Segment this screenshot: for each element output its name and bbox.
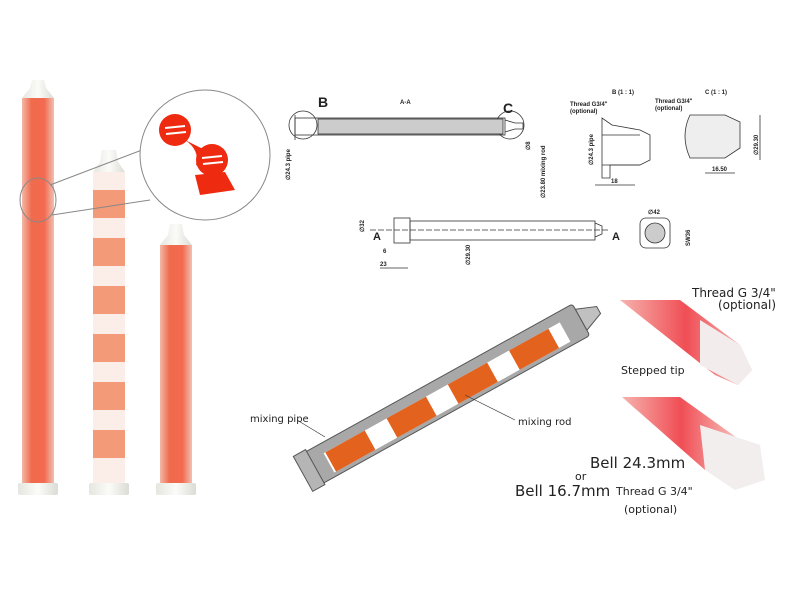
thread-c: Thread G3/4"	[655, 99, 693, 105]
section-title: A-A	[400, 100, 411, 106]
side-dim-32: ∅32	[359, 219, 366, 232]
side-dim-diameter: ∅29.30	[465, 244, 472, 265]
bell-24-label: Bell 24.3mm	[590, 454, 685, 472]
or-label: or	[575, 470, 587, 483]
label-b: B	[318, 94, 328, 110]
bell-tip-photo	[622, 397, 765, 490]
end-dim-sw36: SW36	[686, 229, 692, 246]
mixer-tube-long	[18, 80, 58, 495]
detail-b-pipe-dim: ∅24.3 pipe	[588, 133, 595, 165]
dim-rod: ∅23.80 mixing rod	[540, 145, 547, 198]
stepped-tip-label: Stepped tip	[621, 364, 685, 377]
section-a-a-drawing	[288, 110, 525, 140]
thread-b-optional: (optional)	[570, 109, 597, 115]
detail-b-length: 18	[611, 179, 618, 185]
side-dim-23: 23	[380, 262, 387, 268]
detail-b-drawing	[595, 117, 651, 186]
mixer-tube-medium	[89, 150, 129, 495]
dim-pipe: ∅24.3 pipe	[285, 148, 292, 180]
detail-c-length: 16.50	[712, 167, 728, 173]
section-mark-left: A	[373, 231, 381, 243]
detail-c-diameter: ∅29.30	[753, 134, 760, 155]
mixer-tube-short	[156, 224, 196, 495]
section-mark-right: A	[612, 231, 620, 243]
mixing-element-icon	[159, 114, 235, 195]
thread-c-optional: (optional)	[655, 106, 682, 112]
end-dim-42: ∅42	[648, 209, 661, 216]
cutaway-mixer-illustration	[292, 304, 602, 493]
thread-top-optional: (optional)	[718, 298, 776, 312]
thread-bottom-optional: (optional)	[624, 503, 677, 516]
end-view-drawing	[639, 217, 671, 249]
bell-16-label: Bell 16.7mm	[515, 482, 610, 500]
thread-top-label: Thread G 3/4"	[691, 286, 776, 300]
thread-bottom-label: Thread G 3/4"	[615, 485, 693, 498]
magnifier-callout	[19, 89, 271, 223]
dim-tip: ∅8	[525, 141, 532, 150]
mixing-pipe-label: mixing pipe	[250, 414, 309, 425]
side-dim-6: 6	[383, 249, 387, 255]
thread-b: Thread G3/4"	[570, 102, 608, 108]
stepped-tip-photo	[620, 300, 752, 385]
side-view-drawing	[370, 217, 610, 269]
detail-b-title: B (1 : 1)	[612, 90, 634, 96]
mixing-rod-label: mixing rod	[518, 417, 571, 428]
label-c: C	[503, 100, 513, 116]
detail-c-drawing	[684, 114, 761, 174]
detail-c-title: C (1 : 1)	[705, 90, 727, 96]
